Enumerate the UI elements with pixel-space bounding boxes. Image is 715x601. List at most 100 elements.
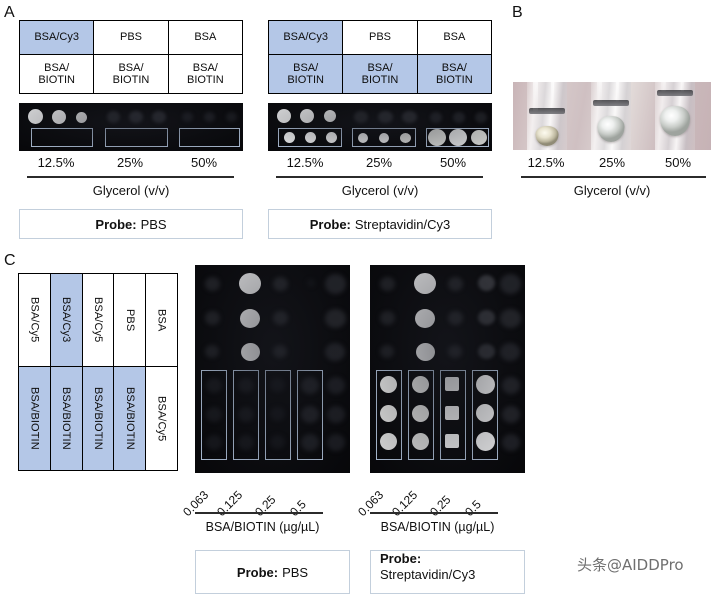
- panel-b-tick: 50%: [664, 155, 692, 170]
- probe-value: Streptavidin/Cy3: [354, 216, 451, 232]
- probe-value: PBS: [140, 216, 167, 232]
- legend-cell-label: BSA: [155, 308, 168, 331]
- panel-a-left-tick: 50%: [190, 155, 218, 170]
- panel-c-left-tick: 0.25: [252, 492, 279, 519]
- legend-cell: BSA/ BIOTIN: [18, 54, 95, 94]
- probe-label: Probe:: [309, 216, 351, 232]
- legend-cell: BSA/BIOTIN: [82, 366, 115, 470]
- legend-cell: BSA: [167, 20, 244, 55]
- legend-cell-label: BSA/BIOTIN: [28, 386, 41, 450]
- roi-box: [201, 370, 227, 460]
- legend-cell: BSA/Cy5: [146, 366, 177, 470]
- legend-cell: PBS: [114, 274, 147, 366]
- legend-cell-label: BSA/Cy5: [91, 297, 104, 343]
- panel-c-right-axis-caption: BSA/BIOTIN (µg/µL): [380, 520, 495, 534]
- roi-box: [426, 128, 489, 147]
- legend-cell-label: BSA/Cy5: [28, 297, 41, 343]
- probe-value: Streptavidin/Cy3: [380, 566, 476, 582]
- panel-a-right-blot-image: [268, 103, 492, 151]
- droplet-50: [660, 106, 690, 136]
- panel-b-axis-rule: [521, 176, 706, 178]
- droplet-25: [597, 116, 625, 142]
- roi-box: [472, 370, 498, 460]
- legend-cell-line1: BSA/: [44, 61, 70, 74]
- legend-cell-line2: BIOTIN: [361, 74, 399, 86]
- panel-a-left-blot-image: [19, 103, 243, 151]
- panel-c-legend-row-1: BSA/Cy5 BSA/Cy3 BSA/Cy5 PBS BSA: [19, 274, 177, 367]
- panel-c-right-probe-box: Probe: Streptavidin/Cy3: [370, 550, 525, 594]
- roi-box: [278, 128, 342, 147]
- watermark: 头条@AIDDPro: [577, 556, 684, 574]
- legend-cell: BSA/BIOTIN: [19, 366, 51, 470]
- legend-cell-label: PBS: [123, 308, 136, 331]
- legend-cell-line1: BSA/: [118, 61, 144, 74]
- legend-cell-label: BSA/Cy3: [60, 297, 73, 343]
- legend-cell: BSA/ BIOTIN: [93, 54, 169, 94]
- legend-cell-line2: BIOTIN: [287, 74, 324, 86]
- panel-c-legend-table: BSA/Cy5 BSA/Cy3 BSA/Cy5 PBS BSA BSA/BIOT…: [18, 273, 178, 471]
- legend-cell-line1: BSA/: [192, 61, 218, 74]
- panel-c-left-axis-caption: BSA/BIOTIN (µg/µL): [205, 520, 320, 534]
- legend-cell: BSA: [416, 20, 493, 55]
- panel-c-left-axis-rule: [195, 512, 323, 514]
- legend-cell: BSA/Cy3: [267, 20, 344, 55]
- legend-cell: BSA/ BIOTIN: [416, 54, 493, 94]
- panel-c-right-tick: 0.25: [427, 492, 454, 519]
- legend-cell-line2: BIOTIN: [38, 74, 75, 86]
- probe-label: Probe:: [95, 216, 137, 232]
- legend-cell: BSA/Cy5: [19, 274, 51, 366]
- legend-cell-label: BSA/BIOTIN: [60, 386, 73, 450]
- roi-box: [440, 370, 466, 460]
- roi-box: [31, 128, 93, 147]
- legend-cell: PBS: [342, 20, 418, 55]
- panel-a-left-probe-box: Probe: PBS: [19, 209, 243, 239]
- legend-cell-line2: BIOTIN: [186, 74, 224, 86]
- panel-c-left-tick: 0.125: [214, 487, 246, 519]
- panel-a-right-tick: 50%: [439, 155, 467, 170]
- panel-c-left-probe-box: Probe: PBS: [195, 550, 350, 594]
- panel-a-right-tick: 25%: [365, 155, 393, 170]
- panel-a-left-tick: 25%: [116, 155, 144, 170]
- panel-a-right-axis-rule: [276, 176, 483, 178]
- panel-a-right-legend-table: BSA/Cy3 PBS BSA BSA/ BIOTIN BSA/ BIOTIN …: [267, 20, 493, 94]
- panel-c-left-tick: 0.063: [180, 487, 212, 519]
- panel-b-tick: 12.5%: [527, 155, 565, 170]
- roi-box: [179, 128, 240, 147]
- roi-box: [408, 370, 434, 460]
- roi-box: [105, 128, 168, 147]
- panel-a-left-tick: 12.5%: [37, 155, 75, 170]
- roi-box: [376, 370, 402, 460]
- panel-c-right-tick: 0.125: [389, 487, 421, 519]
- panel-c-right-axis-rule: [370, 512, 498, 514]
- panel-a-right-axis-caption: Glycerol (v/v): [341, 183, 419, 198]
- roi-box: [265, 370, 291, 460]
- panel-a-left-legend-table: BSA/Cy3 PBS BSA BSA/ BIOTIN BSA/ BIOTIN …: [18, 20, 244, 94]
- legend-cell-line1: BSA/: [441, 61, 467, 74]
- panel-letter-a: A: [4, 4, 15, 21]
- panel-b-tick: 25%: [598, 155, 626, 170]
- probe-value: PBS: [282, 564, 309, 580]
- panel-a-left-axis-rule: [27, 176, 234, 178]
- legend-cell: BSA/ BIOTIN: [267, 54, 344, 94]
- legend-cell-line1: BSA/: [293, 61, 319, 74]
- probe-label: Probe:: [380, 551, 422, 566]
- legend-cell: BSA/ BIOTIN: [342, 54, 418, 94]
- legend-cell: BSA/Cy3: [50, 274, 83, 366]
- legend-cell: BSA/BIOTIN: [114, 366, 147, 470]
- panel-c-right-blot-image: [370, 265, 525, 473]
- legend-cell-line2: BIOTIN: [112, 74, 150, 86]
- panel-c-left-tick: 0.5: [287, 497, 309, 519]
- legend-cell-label: BSA/BIOTIN: [91, 386, 104, 450]
- panel-a-right-tick: 12.5%: [286, 155, 324, 170]
- legend-cell: BSA: [146, 274, 177, 366]
- legend-cell: BSA/Cy3: [18, 20, 95, 55]
- legend-cell: BSA/Cy5: [82, 274, 115, 366]
- panel-letter-c: C: [4, 252, 16, 269]
- panel-a-right-probe-box: Probe: Streptavidin/Cy3: [268, 209, 492, 239]
- panel-a-left-axis-caption: Glycerol (v/v): [92, 183, 170, 198]
- panel-c-legend-row-2: BSA/BIOTIN BSA/BIOTIN BSA/BIOTIN BSA/BIO…: [19, 366, 177, 470]
- legend-cell-line1: BSA/: [367, 61, 393, 74]
- legend-cell-label: BSA/Cy5: [155, 395, 168, 441]
- legend-cell: BSA/ BIOTIN: [167, 54, 244, 94]
